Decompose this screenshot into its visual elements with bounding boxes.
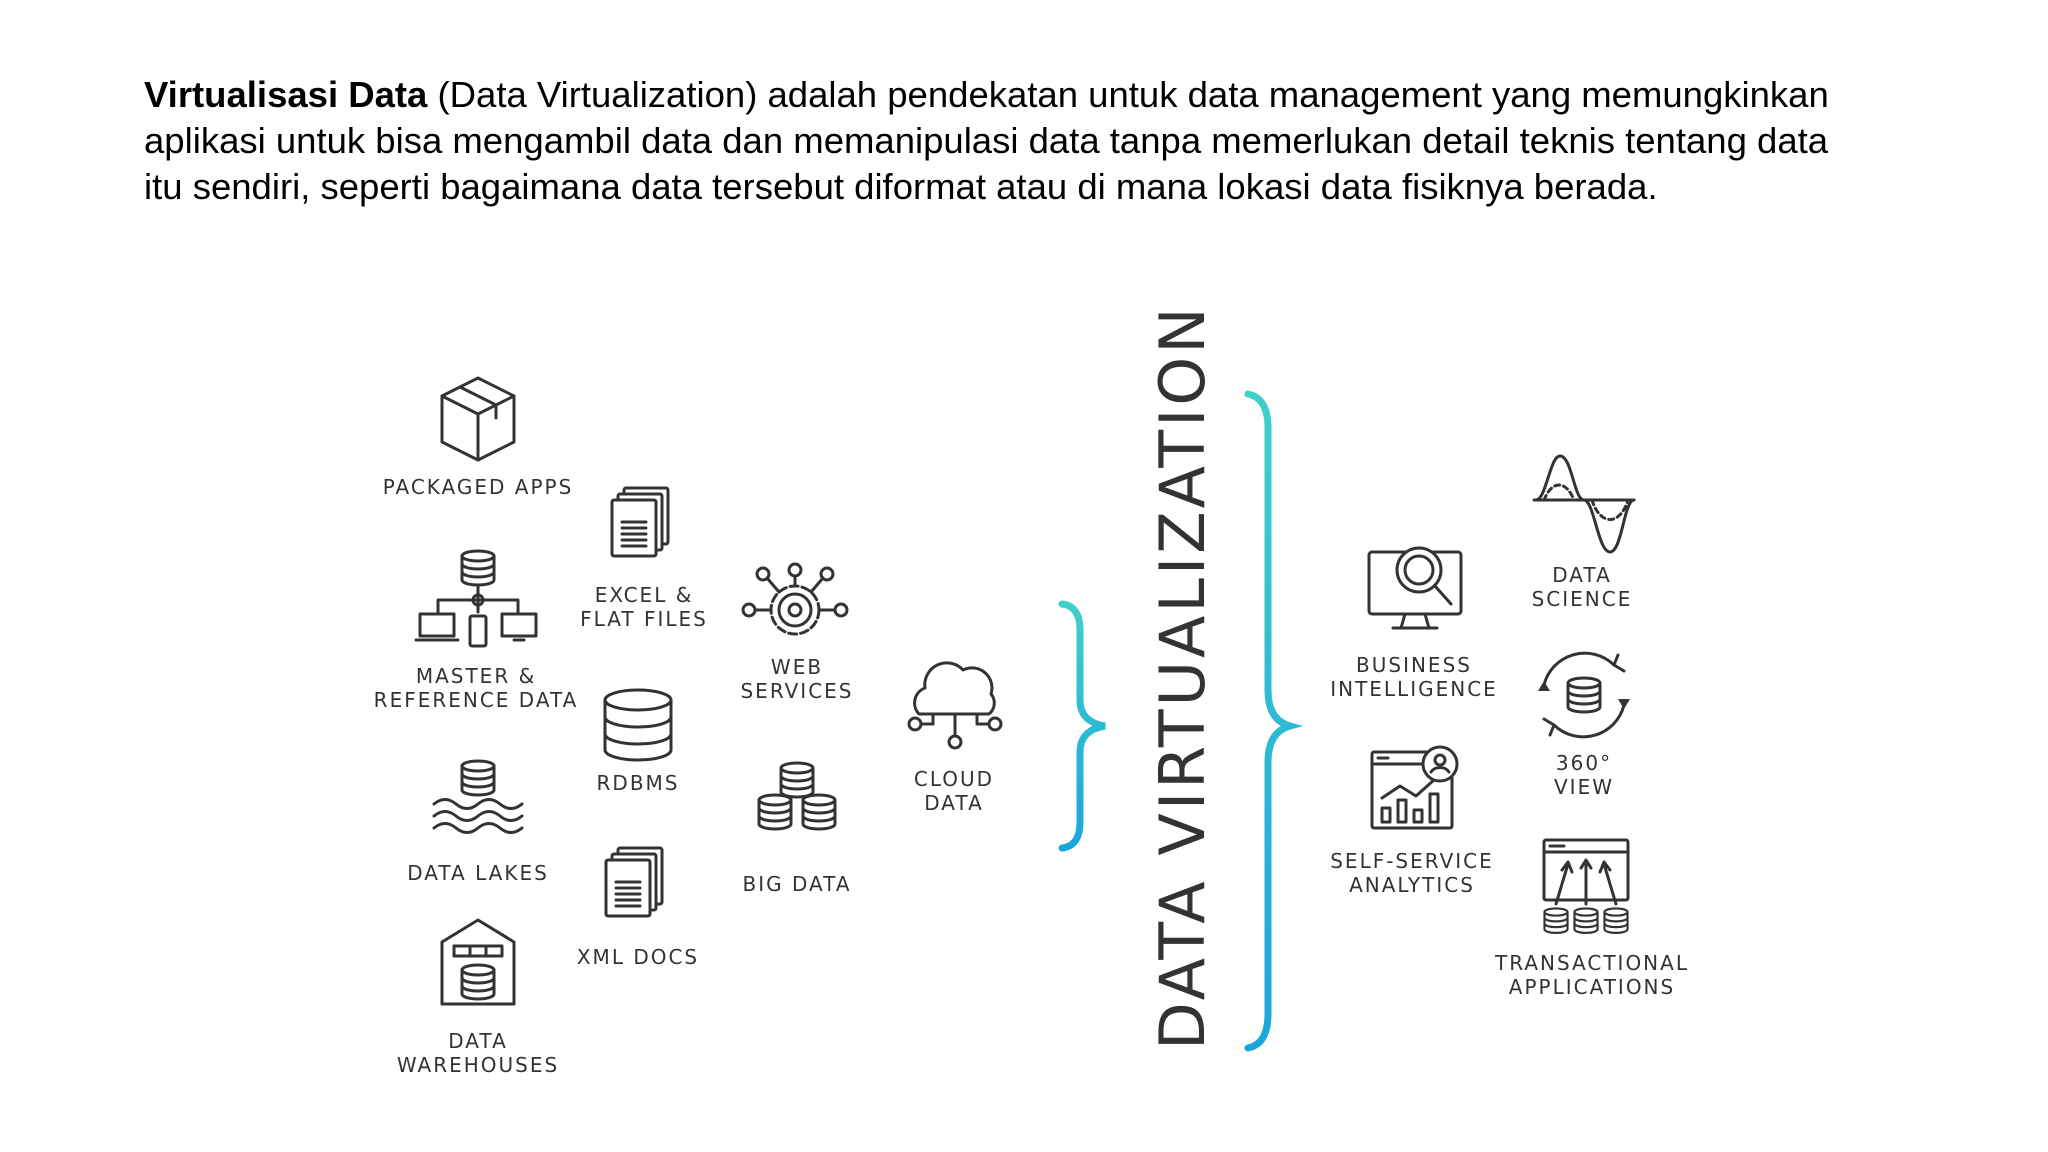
app-window-databases-icon <box>1542 838 1630 934</box>
monitor-magnifier-icon <box>1367 546 1463 630</box>
label-data-lakes: DATA LAKES <box>407 861 549 885</box>
intro-text: (Data Virtualization) adalah pendekatan … <box>144 74 1829 207</box>
database-waves-icon <box>432 759 524 834</box>
gear-network-icon <box>741 562 849 636</box>
label-excel-flat-files: EXCEL &FLAT FILES <box>580 583 708 631</box>
network-hierarchy-icon <box>414 549 538 648</box>
intro-term: Virtualisasi Data <box>144 74 428 115</box>
label-360-view: 360°VIEW <box>1554 751 1614 799</box>
label-rdbms: RDBMS <box>597 771 680 795</box>
left-brace <box>1058 600 1106 852</box>
analytics-dashboard-icon <box>1370 745 1459 830</box>
right-brace <box>1244 390 1304 1052</box>
documents-icon <box>610 486 670 558</box>
database-icon <box>603 688 673 762</box>
label-packaged-apps: PACKAGED APPS <box>383 475 574 499</box>
waveform-icon <box>1532 454 1636 554</box>
documents-icon <box>604 846 664 918</box>
intro-paragraph: Virtualisasi Data (Data Virtualization) … <box>144 72 1874 210</box>
warehouse-icon <box>440 918 516 1006</box>
label-master-reference-data: MASTER &REFERENCE DATA <box>374 664 579 712</box>
label-xml-docs: XML DOCS <box>577 945 699 969</box>
database-cluster-icon <box>757 761 837 831</box>
label-big-data: BIG DATA <box>743 872 852 896</box>
cloud-icon <box>907 661 1003 750</box>
database-rotate-icon <box>1538 651 1630 739</box>
package-box-icon <box>440 376 516 462</box>
center-title: DATA VIRTUALIZATION <box>1146 304 1219 1050</box>
